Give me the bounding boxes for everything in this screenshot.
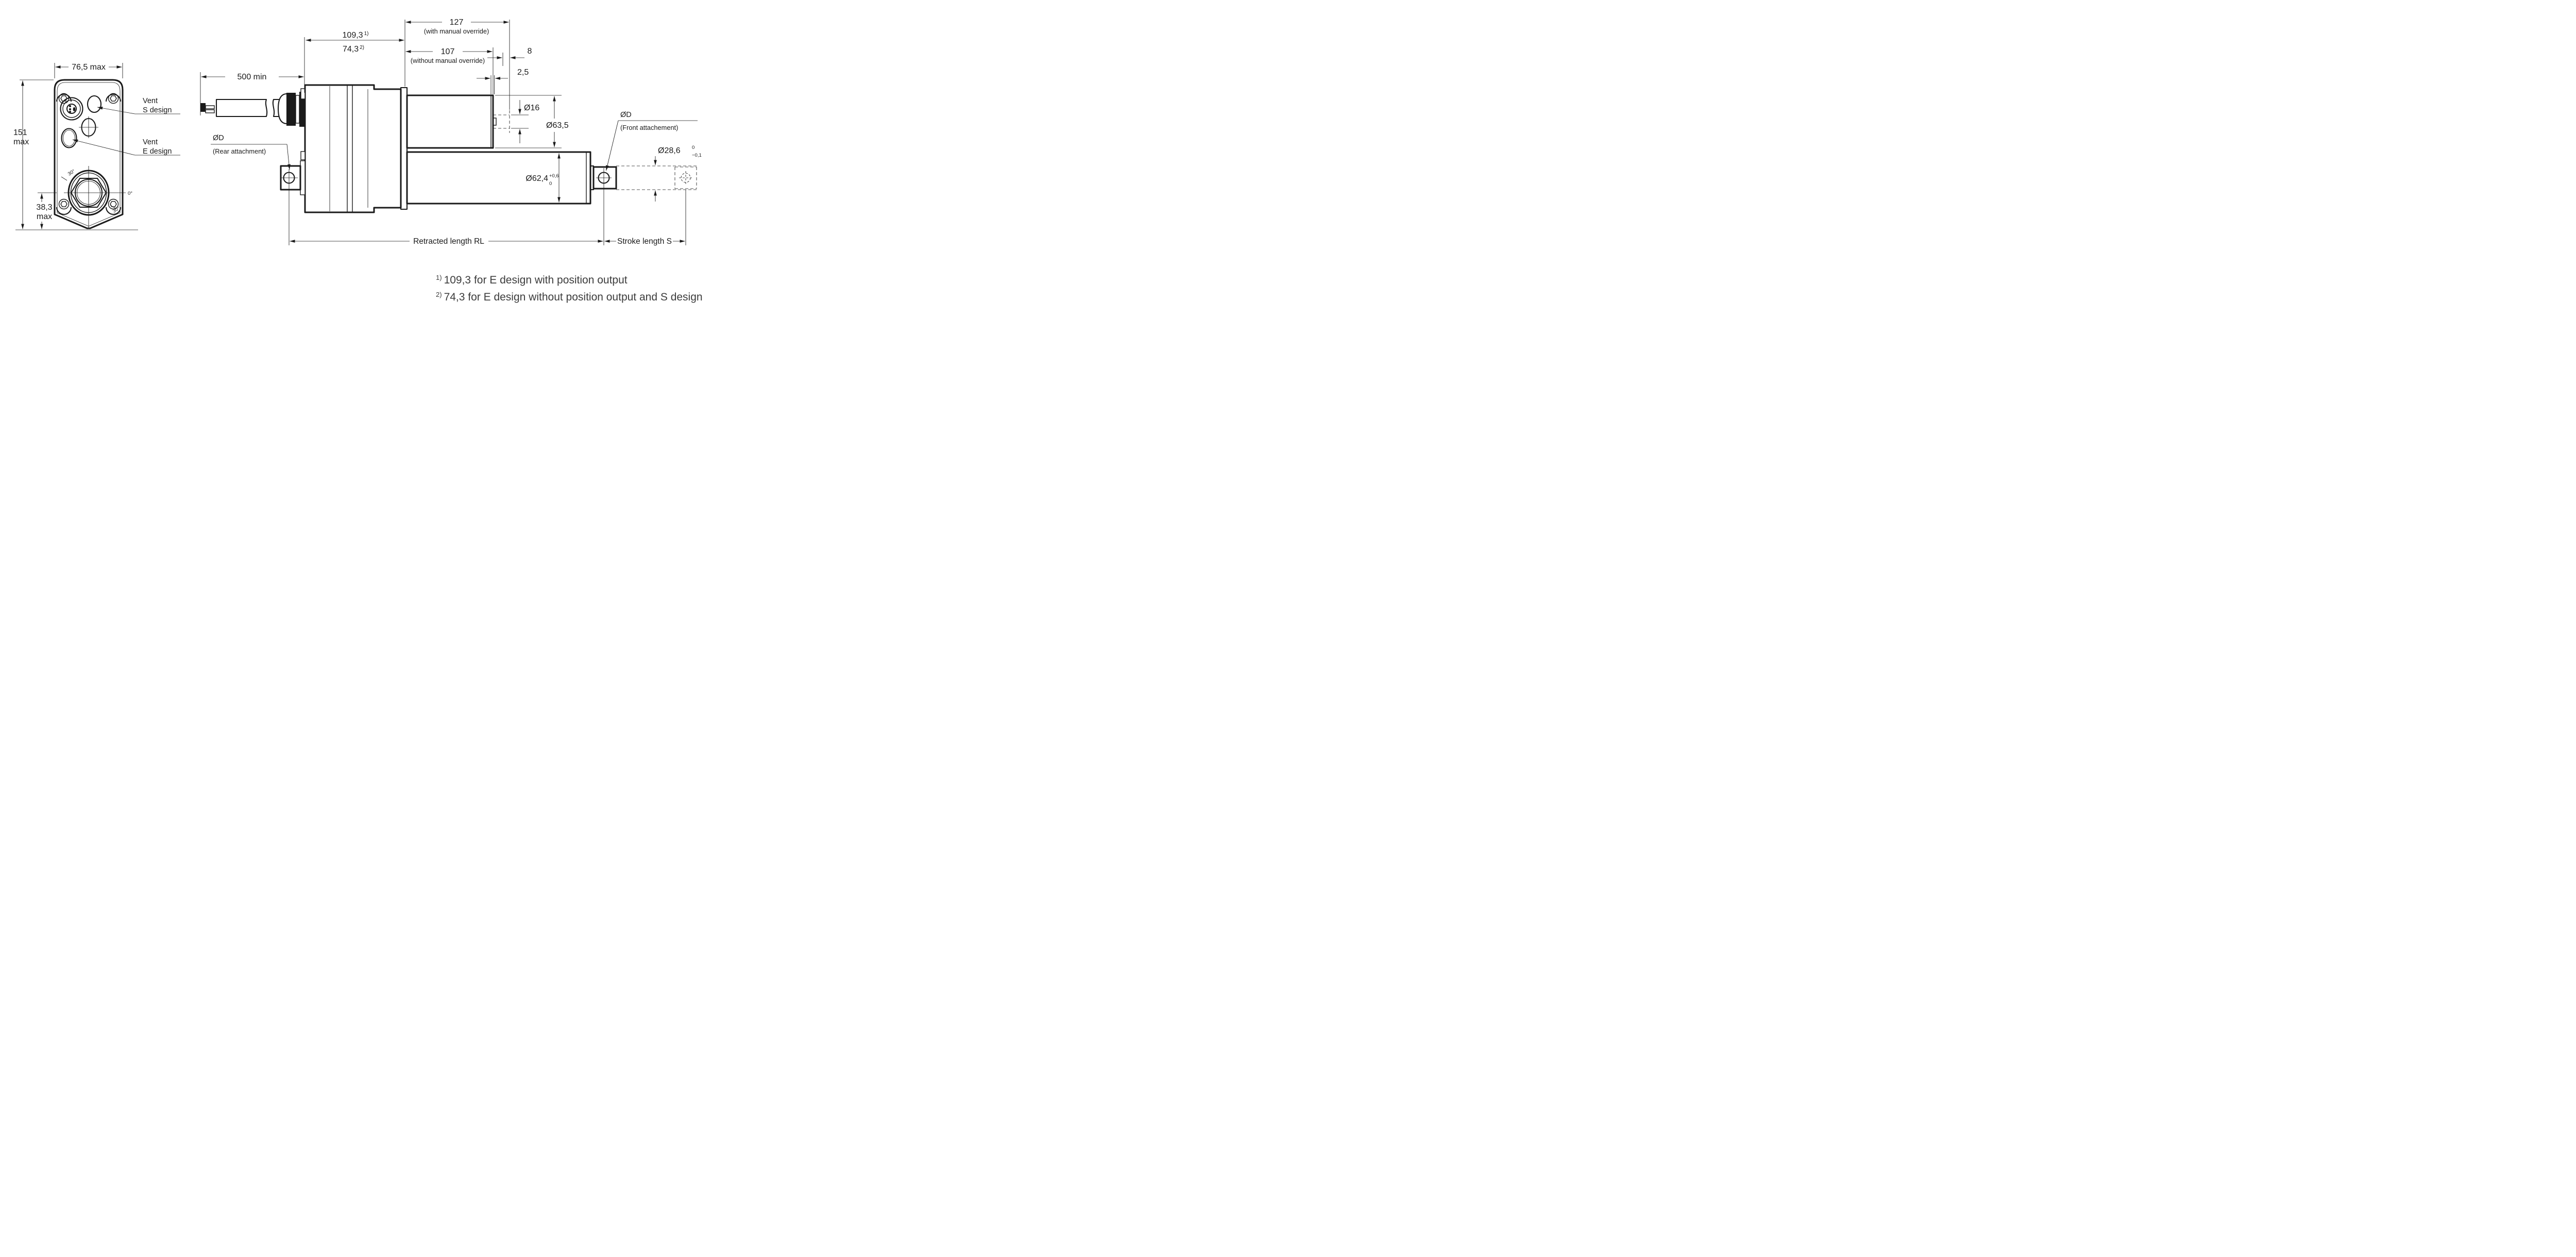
dim-500-min: 500 min <box>201 73 304 81</box>
rear-att-line1: ØD <box>213 134 224 142</box>
side-view: 76,5 max <box>13 63 180 230</box>
dim-d28-6: Ø28,6 0 −0,1 <box>654 145 702 202</box>
dim-d63-5: Ø63,5 <box>495 95 569 148</box>
dim-d28-6-value: Ø28,6 <box>658 146 681 155</box>
cable <box>200 98 281 118</box>
front-att-line1: ØD <box>620 111 632 119</box>
dim-d62-4: Ø62,4 +0,6 0 <box>526 153 561 203</box>
manual-override-shaft-phantom <box>493 110 510 133</box>
housing-end-view <box>54 79 124 229</box>
vent-e-label: Vent E design <box>72 138 180 156</box>
dim-extension-lines <box>200 20 510 115</box>
dim-retracted-length: Retracted length RL <box>290 237 603 246</box>
output-nut: 30° 0° 30° <box>61 166 132 229</box>
dim-107-value: 107 <box>441 47 455 56</box>
dim-d16: Ø16 <box>511 100 539 143</box>
mounting-flange <box>400 87 408 210</box>
centre-hole <box>79 116 98 138</box>
dim-38-3: 38,3 max <box>36 192 57 229</box>
dim-127: 127 (with manual override) <box>405 18 509 35</box>
technical-drawing: 76,5 max <box>13 18 703 303</box>
vent-s-line1: Vent <box>143 97 158 105</box>
angle-0: 0° <box>128 191 132 196</box>
dim-shaft-qual: max <box>37 212 52 221</box>
dim-d62-4-sup: +0,6 <box>549 173 559 179</box>
dim-d28-6-sup: 0 <box>692 145 694 150</box>
rear-att-line2: (Rear attachment) <box>213 147 266 155</box>
dim-500-value: 500 min <box>238 73 267 81</box>
dim-8-value: 8 <box>528 47 532 56</box>
dim-d16-value: Ø16 <box>524 104 539 112</box>
front-att-line2: (Front attachement) <box>620 124 678 131</box>
dim-d63-5-value: Ø63,5 <box>546 121 569 130</box>
footnotes: 1)109,3 for E design with position outpu… <box>436 274 703 303</box>
dim-2-5-value: 2,5 <box>517 68 529 77</box>
dim-d62-4-sub: 0 <box>549 181 552 187</box>
drawing-canvas: 76,5 max <box>0 0 793 317</box>
dim-stroke-length: Stroke length S <box>604 190 686 246</box>
extended-position-phantom <box>616 165 697 190</box>
vent-e-line1: Vent <box>143 138 158 146</box>
vent-s-line2: S design <box>143 106 172 114</box>
dim-retracted-label: Retracted length RL <box>413 237 484 246</box>
motor <box>406 94 497 149</box>
rear-attachment <box>280 160 306 245</box>
main-view: 127 (with manual override) 109,31) 74,32… <box>200 18 702 246</box>
cable-gland <box>277 92 305 127</box>
dim-d28-6-sub: −0,1 <box>692 153 702 158</box>
vent-e-line2: E design <box>143 147 172 156</box>
front-attachment-label: ØD (Front attachement) <box>606 111 698 171</box>
dim-width-label: 76,5 max <box>72 63 106 72</box>
dim-127-value: 127 <box>450 18 464 27</box>
dim-2-5: 2,5 <box>477 68 529 80</box>
footnote-1: 1)109,3 for E design with position outpu… <box>436 274 628 286</box>
actuator-tube <box>406 151 591 205</box>
gearbox-housing <box>300 84 402 213</box>
dim-107-note: (without manual override) <box>411 57 485 64</box>
front-attachment <box>589 165 617 245</box>
rear-attachment-label: ØD (Rear attachment) <box>211 134 291 170</box>
dim-height-qual: max <box>13 138 29 146</box>
dim-height-151: 151 max <box>13 79 138 230</box>
corner-screws <box>56 93 122 215</box>
dim-width-76-5: 76,5 max <box>54 63 123 78</box>
cable-gland-end-view <box>60 97 83 121</box>
dim-height-value: 151 <box>13 128 27 137</box>
dim-stroke-label: Stroke length S <box>617 237 672 246</box>
vent-s-hole <box>87 95 102 113</box>
vent-s-label: Vent S design <box>97 97 180 114</box>
dim-8: 8 <box>487 47 532 59</box>
dim-107: 107 (without manual override) <box>405 47 493 64</box>
vent-e-hole <box>61 128 77 148</box>
footnote-2: 2)74,3 for E design without position out… <box>436 291 703 303</box>
dim-shaft-value: 38,3 <box>36 203 52 212</box>
dim-d62-4-value: Ø62,4 <box>526 174 548 183</box>
dim-127-note: (with manual override) <box>424 27 489 35</box>
